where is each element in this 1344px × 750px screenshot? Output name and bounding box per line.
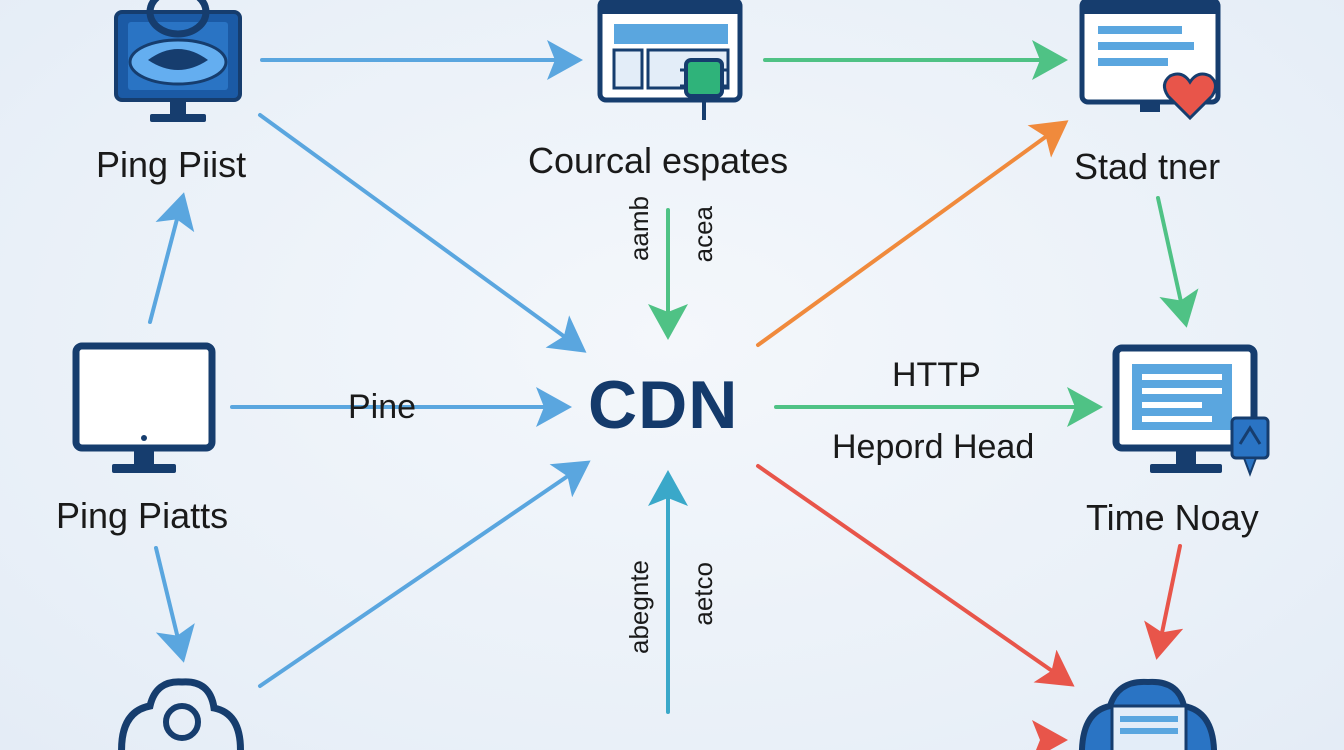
node-label-mid-left: Ping Piatts [56,495,229,536]
node-label-top-center: Courcal espates [528,140,789,181]
edge-label-http: HTTP [892,356,981,394]
edge-label-bottom-vert-a: abegnte [624,560,654,654]
node-label-top-right: Stad tner [1074,146,1221,187]
user-cloud-icon [118,678,244,750]
edge-midleft-to-topleft [148,192,195,324]
edge-label-bottom-vert-b: aetco [688,562,718,626]
browser-chip-icon [597,0,743,120]
edge-topright-to-midright [1156,196,1199,328]
document-cloud-icon [1078,678,1218,750]
edge-label-top-vert-b: acea [688,206,718,263]
monitor-document-icon [1112,344,1270,477]
edge-topleft-to-cdn [258,113,587,353]
node-label-mid-right: Time Noay [1086,497,1259,538]
node-label-top-left: Ping Piist [96,144,247,185]
edges [148,40,1199,750]
edge-midright-to-bottomright [1144,544,1184,660]
edge-label-hepord-head: Hepord Head [832,428,1035,466]
edge-label-top-vert-a: aamb [624,196,654,262]
shield-monitor-icon [114,0,242,122]
edge-cdn-to-topright [756,120,1069,347]
edge-label-pine: Pine [348,388,417,426]
cdn-label: CDN [588,367,739,443]
document-heart-icon [1079,0,1221,121]
edge-bottomleft-to-cdn [258,460,591,688]
edge-midleft-to-bottomleft [154,546,195,663]
monitor-icon [72,342,216,473]
edge-cdn-to-bottomright [756,464,1075,687]
